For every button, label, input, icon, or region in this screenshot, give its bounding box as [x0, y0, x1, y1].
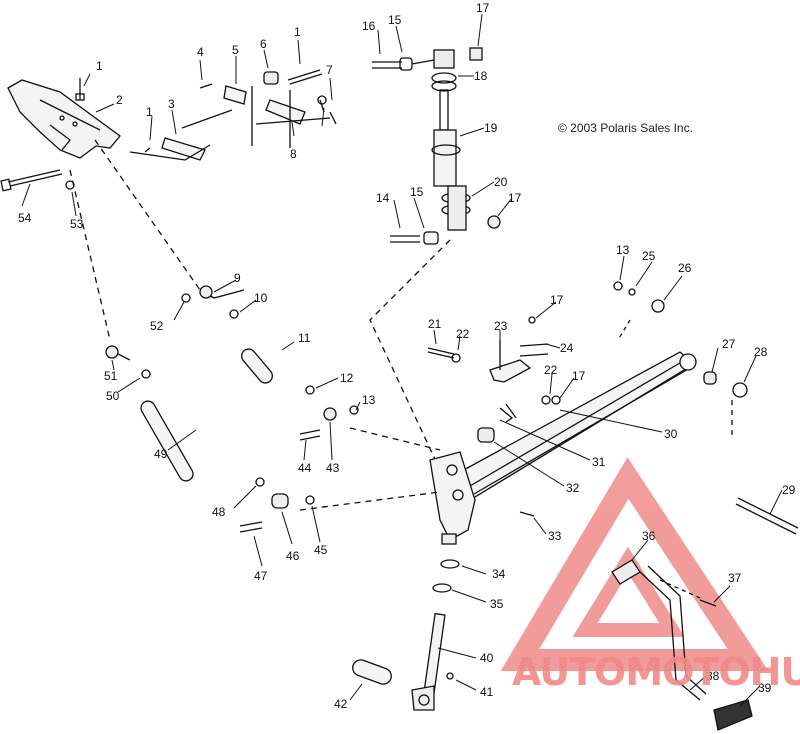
copyright-notice: © 2003 Polaris Sales Inc.: [558, 121, 693, 135]
callout-46: 46: [286, 549, 300, 563]
spindle: [411, 612, 446, 711]
callout-44: 44: [298, 461, 312, 475]
callout-33: 33: [548, 529, 562, 543]
bolt-54: [0, 169, 63, 192]
callout-8: 8: [290, 147, 297, 161]
callout-6: 6: [260, 37, 267, 51]
callout-52: 52: [150, 319, 164, 333]
callout-26: 26: [678, 261, 692, 275]
callout-45: 45: [314, 543, 328, 557]
callout-13: 13: [362, 393, 376, 407]
callout-43: 43: [326, 461, 340, 475]
callout-18: 18: [474, 69, 488, 83]
callout-23: 23: [494, 319, 508, 333]
callout-10: 10: [254, 291, 268, 305]
callout-34: 34: [492, 567, 506, 581]
callout-17: 17: [508, 191, 522, 205]
callout-35: 35: [490, 597, 504, 611]
callout-28: 28: [754, 345, 768, 359]
watermark-text: AUTOMOTOHUB: [512, 650, 800, 694]
callout-22: 22: [544, 363, 558, 377]
callout-41: 41: [480, 685, 494, 699]
callout-50: 50: [106, 389, 120, 403]
callout-1: 1: [146, 105, 153, 119]
mount-bracket: [7, 79, 121, 159]
callout-9: 9: [234, 271, 241, 285]
leader-lines: [21, 13, 783, 707]
callout-12: 12: [340, 371, 354, 385]
callout-47: 47: [254, 569, 268, 583]
front-mount: [429, 451, 476, 545]
callout-39: 39: [758, 681, 772, 695]
callout-48: 48: [212, 505, 226, 519]
callout-17: 17: [572, 369, 586, 383]
callout-5: 5: [232, 43, 239, 57]
callout-24: 24: [560, 341, 574, 355]
callout-17: 17: [550, 293, 564, 307]
callout-40: 40: [480, 651, 494, 665]
callout-13: 13: [616, 243, 630, 257]
callout-11: 11: [298, 331, 311, 345]
shock-absorber: [431, 49, 471, 231]
callout-19: 19: [484, 121, 498, 135]
callout-22: 22: [456, 327, 470, 341]
plate-3: [161, 137, 206, 161]
callout-15: 15: [410, 185, 424, 199]
callout-37: 37: [728, 571, 742, 585]
callout-7: 7: [326, 63, 333, 77]
callout-30: 30: [664, 427, 678, 441]
callout-2: 2: [116, 93, 123, 107]
callout-31: 31: [592, 455, 606, 469]
callout-3: 3: [168, 97, 175, 111]
callout-54: 54: [18, 211, 32, 225]
callout-20: 20: [494, 175, 508, 189]
watermark-logo: [500, 457, 769, 671]
callout-16: 16: [362, 19, 376, 33]
callout-25: 25: [642, 249, 656, 263]
callout-14: 14: [376, 191, 390, 205]
callout-27: 27: [722, 337, 736, 351]
callout-38: 38: [706, 669, 720, 683]
callout-32: 32: [566, 481, 580, 495]
trailing-arm: [459, 351, 697, 501]
callout-21: 21: [428, 317, 442, 331]
callout-53: 53: [70, 217, 84, 231]
callout-49: 49: [154, 447, 168, 461]
callout-36: 36: [642, 529, 656, 543]
callout-29: 29: [782, 483, 796, 497]
callout-1: 1: [96, 59, 103, 73]
callout-17: 17: [476, 1, 490, 15]
callout-1: 1: [294, 25, 301, 39]
callout-51: 51: [104, 369, 118, 383]
callout-15: 15: [388, 13, 402, 27]
callout-4: 4: [197, 45, 204, 59]
callout-42: 42: [334, 697, 348, 711]
